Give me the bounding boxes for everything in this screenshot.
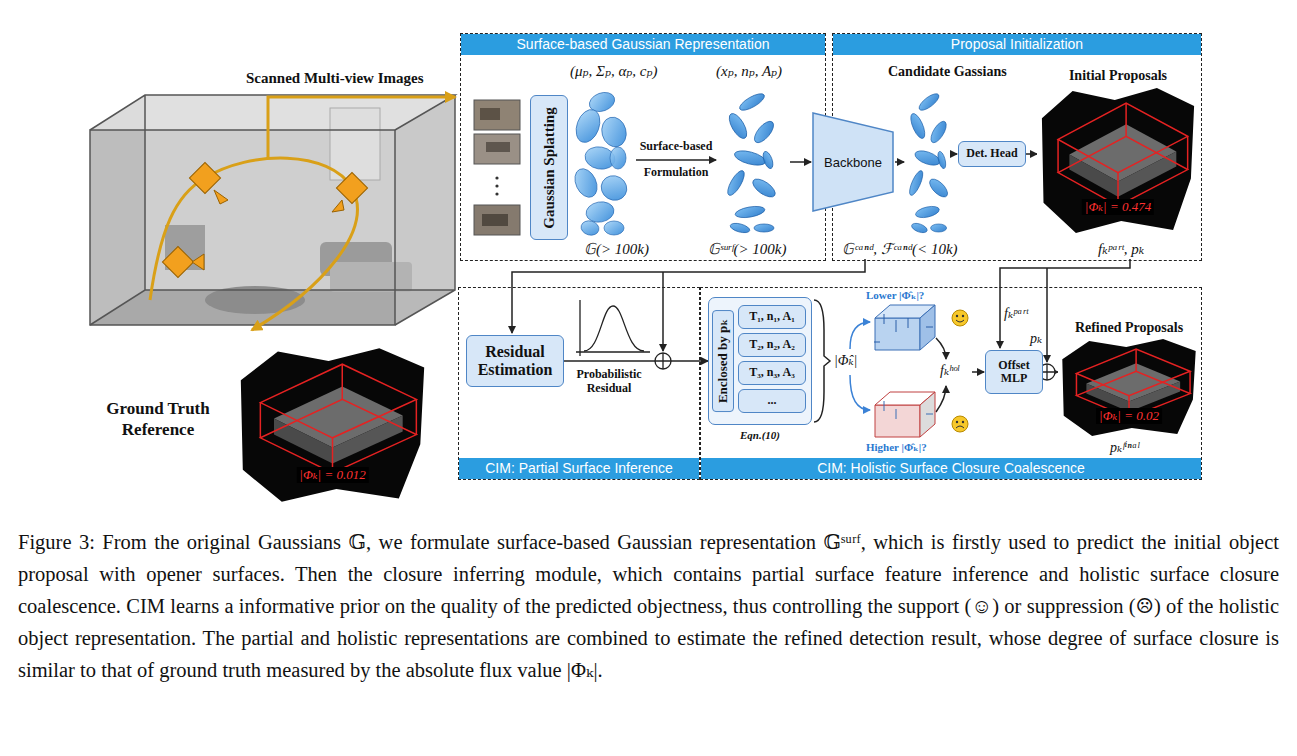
sum-symbol: [655, 353, 671, 369]
panel-title: Proposal Initialization: [833, 34, 1201, 55]
panel-title: CIM: Partial Surface Inference: [459, 458, 699, 479]
surface-entry: T₁, n₁, A₁: [738, 305, 806, 329]
text-label: Candidate Gassians: [888, 64, 1007, 80]
flux-value: |Φₖ| = 0.012: [296, 467, 368, 483]
text-label: pₖ: [1018, 330, 1042, 347]
image-heading: Refined Proposals: [1058, 318, 1200, 337]
connector-arrow: [564, 360, 708, 362]
probability-curve: [576, 300, 650, 356]
text-label: Formulation: [634, 166, 718, 180]
text-label: 𝔾(> 100k): [584, 240, 649, 258]
enclosure-box: Enclosed by pₖ T₁, n₁, A₁ T₂, n₂, A₂ T₃, n₃…: [708, 297, 812, 425]
text-label: fₖʰᵒˡ: [940, 362, 959, 379]
box-label: Gaussian Splatting: [541, 107, 558, 228]
camera-icons: [162, 162, 367, 277]
surface-entry: ...: [738, 389, 806, 413]
gaussian-cluster: [571, 89, 632, 237]
ground-truth-image: |Φₖ| = 0.012: [235, 345, 430, 505]
box-label: T₁, n₁, A₁: [749, 310, 794, 323]
surface-entry: T₃, n₃, A₃: [738, 361, 806, 385]
flux-bracket: [814, 300, 830, 422]
image-heading: Initial Proposals: [1037, 66, 1199, 85]
text-label: Ground Truth Reference: [88, 398, 228, 441]
room-illustration: [90, 95, 455, 325]
connector-arrow: [1026, 153, 1037, 155]
candidate-gaussian-cluster: [907, 91, 950, 235]
text-label: Probabilistic Residual: [565, 368, 653, 396]
box-label: Enclosed by pₖ: [712, 310, 734, 412]
text-label: Higher |Φ̂ₖ|?: [866, 441, 927, 454]
image-area: |Φₖ| = 0.012: [235, 345, 430, 505]
box-label: Residual Estimation: [469, 343, 561, 379]
backbone-trapezoid: Backbone: [812, 112, 894, 212]
text-label: (μₚ, Σₚ, αₚ, cₚ): [570, 62, 657, 80]
flux-value: |Φₖ| = 0.02: [1096, 408, 1162, 424]
suppress-smiley: [952, 416, 968, 432]
box-label: ...: [768, 394, 777, 407]
closed-surface-cube: [874, 305, 935, 350]
support-smiley: [952, 310, 968, 326]
box-label: Offset MLP: [988, 359, 1040, 386]
proposal-image: Refined Proposals |Φₖ| = 0.02: [1058, 318, 1200, 438]
text-label: Scanned Multi-view Images: [246, 70, 424, 87]
figure-caption: Figure 3: From the original Gaussians 𝔾,…: [18, 526, 1279, 686]
text-label: fₖᵖᵃʳᵗ, pₖ: [1098, 240, 1144, 258]
camera-trajectory: [150, 97, 455, 330]
surface-gaussian-cluster: [725, 91, 778, 235]
text-label: 𝔾ᶜᵃⁿᵈ, ℱᶜᵃⁿᵈ(< 10k): [842, 240, 958, 258]
box-label: T₃, n₃, A₃: [749, 366, 794, 379]
text-label: fₖᵖᵃʳᵗ: [1004, 305, 1028, 322]
text-label: |Φ̂ₖ|: [834, 352, 857, 369]
box-label: Det. Head: [966, 147, 1017, 160]
box-label: T₂, n₂, A₂: [749, 338, 794, 351]
text-label: Surface-based: [634, 140, 718, 154]
image-area: |Φₖ| = 0.02: [1058, 337, 1200, 438]
panel-title: CIM: Holistic Surface Closure Coalescenc…: [701, 458, 1201, 479]
text-label: (xₚ, nₚ, Aₚ): [716, 62, 782, 80]
text-label: pₖᶠⁱⁿᵃˡ: [1110, 439, 1139, 456]
text-label: Eqn.(10): [740, 429, 780, 441]
image-area: |Φₖ| = 0.474: [1037, 85, 1199, 236]
panel-title: Surface-based Gaussian Representation: [461, 34, 825, 55]
process-box: Gaussian Splatting: [530, 95, 568, 240]
box-label: Backbone: [824, 155, 882, 170]
proposal-image: Initial Proposals |Φₖ| = 0.474: [1037, 66, 1199, 236]
text-label: 𝔾ˢᵘʳᶠ(> 100k): [708, 240, 787, 258]
process-box: Residual Estimation: [466, 335, 564, 387]
section-panel: CIM: Partial Surface Inference Residual E…: [458, 287, 700, 480]
open-surface-cube: [875, 392, 935, 437]
process-box: Det. Head: [958, 141, 1026, 167]
surface-entry: T₂, n₂, A₂: [738, 333, 806, 357]
flux-value: |Φₖ| = 0.474: [1082, 199, 1154, 215]
multi-view-images: [474, 100, 520, 235]
process-box: Offset MLP: [985, 350, 1043, 394]
text-label: Lower |Φ̂ₖ|?: [866, 289, 924, 302]
